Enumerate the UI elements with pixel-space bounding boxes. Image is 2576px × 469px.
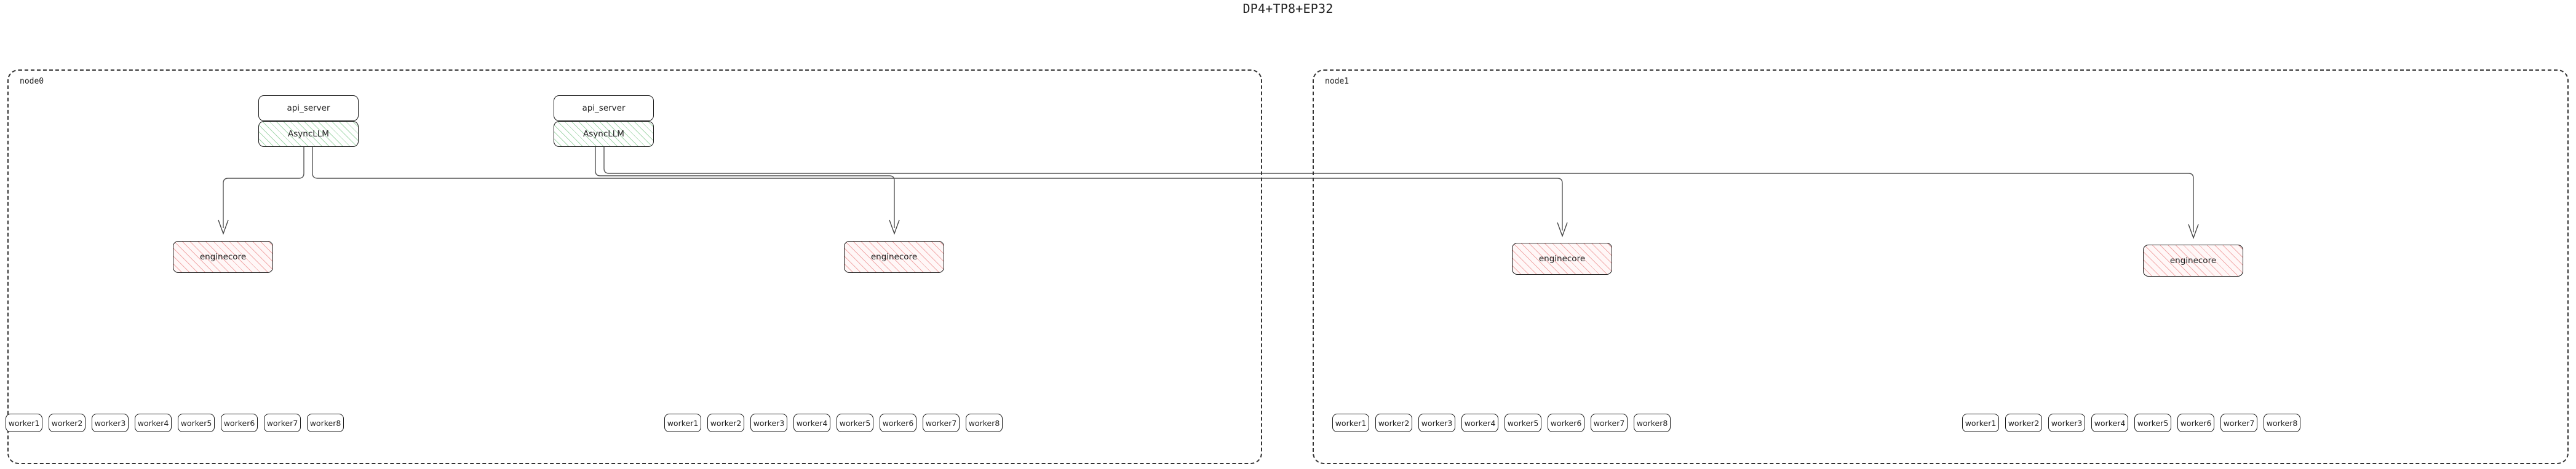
worker-box[interactable]: worker7 [1591, 414, 1628, 432]
worker-label: worker6 [882, 418, 914, 428]
worker-label: worker7 [925, 418, 957, 428]
worker-label: worker8 [1636, 418, 1668, 428]
worker-box[interactable]: worker5 [837, 414, 873, 432]
api-server-label: api_server [287, 103, 330, 113]
worker-box[interactable]: worker6 [1548, 414, 1584, 432]
enginecore-label: enginecore [870, 252, 918, 262]
worker-label: worker7 [2223, 418, 2255, 428]
worker-label: worker3 [94, 418, 126, 428]
worker-box[interactable]: worker4 [2091, 414, 2128, 432]
enginecore-box[interactable]: enginecore [1512, 243, 1612, 275]
worker-box[interactable]: worker4 [135, 414, 172, 432]
enginecore-box[interactable]: enginecore [2143, 245, 2243, 277]
page-title: DP4+TP8+EP32 [1242, 1, 1334, 16]
worker-label: worker1 [1965, 418, 1997, 428]
worker-label: worker8 [309, 418, 341, 428]
worker-label: worker2 [1378, 418, 1410, 428]
worker-label: worker4 [137, 418, 169, 428]
worker-label: worker3 [2051, 418, 2083, 428]
worker-box[interactable]: worker3 [1418, 414, 1455, 432]
worker-label: worker5 [2137, 418, 2169, 428]
worker-box[interactable]: worker8 [966, 414, 1003, 432]
cluster-node1: node1 [1313, 69, 2569, 464]
worker-label: worker4 [2094, 418, 2126, 428]
cluster-node0: node0 [7, 69, 1262, 464]
worker-box[interactable]: worker7 [264, 414, 301, 432]
cluster-label-node1: node1 [1325, 77, 1350, 86]
worker-label: worker4 [796, 418, 828, 428]
asyncllm-box[interactable]: AsyncLLM [258, 121, 359, 147]
worker-label: worker5 [1507, 418, 1539, 428]
api-server-label: api_server [582, 103, 626, 113]
worker-box[interactable]: worker2 [49, 414, 85, 432]
worker-box[interactable]: worker2 [2005, 414, 2042, 432]
worker-label: worker3 [753, 418, 785, 428]
worker-box[interactable]: worker2 [1375, 414, 1412, 432]
worker-box[interactable]: worker8 [2264, 414, 2300, 432]
worker-box[interactable]: worker3 [750, 414, 787, 432]
worker-label: worker1 [667, 418, 699, 428]
worker-box[interactable]: worker5 [178, 414, 215, 432]
api-server-box[interactable]: api_server [554, 95, 654, 121]
worker-label: worker5 [839, 418, 871, 428]
enginecore-box[interactable]: enginecore [173, 241, 273, 273]
worker-label: worker7 [1593, 418, 1625, 428]
worker-box[interactable]: worker4 [1461, 414, 1498, 432]
enginecore-label: enginecore [199, 252, 247, 262]
worker-box[interactable]: worker7 [923, 414, 960, 432]
worker-box[interactable]: worker1 [1332, 414, 1369, 432]
asyncllm-box[interactable]: AsyncLLM [554, 121, 654, 147]
worker-label: worker6 [2180, 418, 2212, 428]
worker-box[interactable]: worker6 [880, 414, 916, 432]
worker-box[interactable]: worker6 [2177, 414, 2214, 432]
worker-box[interactable]: worker4 [793, 414, 830, 432]
asyncllm-label: AsyncLLM [583, 129, 624, 139]
worker-box[interactable]: worker1 [6, 414, 42, 432]
worker-box[interactable]: worker6 [221, 414, 258, 432]
worker-box[interactable]: worker2 [707, 414, 744, 432]
enginecore-box[interactable]: enginecore [844, 241, 944, 273]
enginecore-label: enginecore [2169, 256, 2217, 266]
worker-label: worker2 [51, 418, 83, 428]
worker-box[interactable]: worker3 [2048, 414, 2085, 432]
worker-label: worker7 [266, 418, 298, 428]
api-server-box[interactable]: api_server [258, 95, 359, 121]
asyncllm-label: AsyncLLM [288, 129, 329, 139]
worker-label: worker5 [180, 418, 212, 428]
worker-label: worker6 [223, 418, 255, 428]
worker-box[interactable]: worker5 [2134, 414, 2171, 432]
worker-box[interactable]: worker3 [92, 414, 129, 432]
worker-box[interactable]: worker8 [307, 414, 344, 432]
worker-label: worker8 [968, 418, 1000, 428]
worker-label: worker2 [710, 418, 742, 428]
worker-box[interactable]: worker1 [1962, 414, 1999, 432]
worker-box[interactable]: worker1 [664, 414, 701, 432]
enginecore-label: enginecore [1538, 254, 1586, 264]
worker-label: worker6 [1550, 418, 1582, 428]
worker-label: worker2 [2008, 418, 2040, 428]
worker-box[interactable]: worker7 [2220, 414, 2257, 432]
cluster-label-node0: node0 [20, 77, 44, 86]
worker-label: worker1 [8, 418, 40, 428]
worker-label: worker3 [1421, 418, 1453, 428]
worker-label: worker1 [1335, 418, 1367, 428]
worker-label: worker4 [1464, 418, 1496, 428]
worker-box[interactable]: worker8 [1634, 414, 1671, 432]
worker-label: worker8 [2266, 418, 2298, 428]
worker-box[interactable]: worker5 [1505, 414, 1541, 432]
